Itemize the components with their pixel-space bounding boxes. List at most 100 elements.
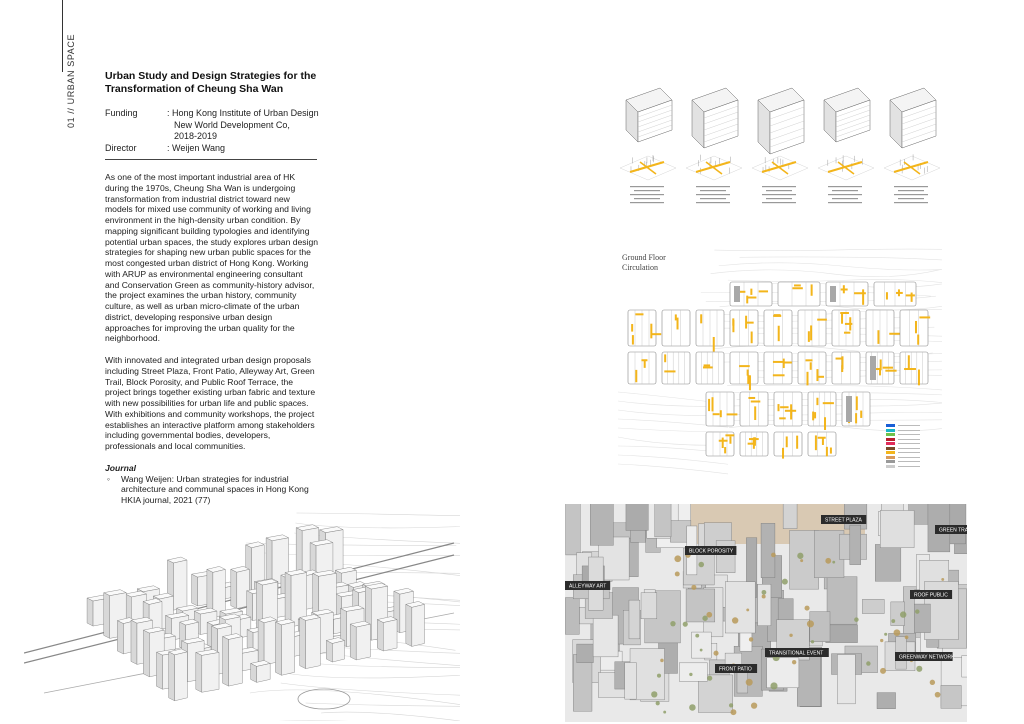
circulation-mark — [745, 321, 754, 324]
highlight-path — [639, 161, 657, 175]
building-block — [837, 654, 856, 705]
caption-line — [898, 190, 924, 192]
section-label: 01 // URBAN SPACE — [66, 33, 76, 128]
contour-line — [617, 454, 729, 465]
design-strategy-tag: FRONT PATIO — [715, 664, 758, 673]
contour-line — [284, 672, 460, 679]
circulation-mark — [841, 365, 844, 373]
tag-label: TRANSITIONAL EVENT — [769, 651, 823, 657]
typology-drawing — [685, 87, 743, 204]
circulation-mark — [732, 320, 735, 333]
tag-label: FRONT PATIO — [719, 667, 752, 673]
tree-mark — [806, 620, 814, 628]
circulation-mark — [905, 294, 915, 297]
circulation-mark — [635, 369, 638, 383]
tree-mark — [771, 552, 776, 558]
circulation-mark — [889, 332, 901, 335]
axonometric-city-drawing — [24, 512, 460, 721]
circulation-mark — [816, 369, 819, 382]
circulation-mark — [885, 369, 897, 372]
building-block — [914, 603, 931, 633]
tag-background — [685, 546, 737, 555]
tree-mark — [660, 658, 664, 663]
legend-row — [886, 433, 936, 436]
caption-line — [898, 198, 924, 200]
building-mass — [376, 616, 398, 652]
tag-background — [910, 590, 953, 599]
floor-line — [637, 109, 673, 123]
building-mass — [325, 637, 346, 663]
tree-mark — [800, 559, 804, 563]
contour-line — [295, 522, 460, 529]
circulation-mark — [773, 314, 782, 317]
building-side — [250, 663, 257, 683]
floor-line — [901, 123, 937, 137]
caption-line — [828, 202, 862, 204]
funding-row: Funding : Hong Kong Institute of Urban D… — [105, 108, 320, 143]
floor-line — [637, 119, 673, 133]
city-block — [661, 351, 691, 385]
gray-block — [830, 286, 836, 302]
circulation-mark — [702, 366, 713, 369]
funding-line: New World Development Co, — [174, 119, 290, 130]
building-block — [760, 523, 776, 578]
floor-line — [901, 105, 937, 119]
legend-text-line — [898, 456, 920, 458]
circulation-mark — [750, 288, 753, 295]
floor-line — [835, 104, 871, 118]
circulation-mark — [777, 404, 780, 412]
circulation-mark — [885, 292, 888, 300]
building-typologies-figure — [610, 78, 940, 210]
building-block — [715, 540, 736, 573]
city-block — [773, 431, 803, 457]
building-block — [825, 624, 858, 643]
floor-line — [769, 127, 805, 141]
building-front — [201, 652, 220, 693]
circulation-mark — [814, 435, 817, 451]
building-mass — [168, 648, 188, 702]
caption-line — [832, 198, 858, 200]
building-block — [809, 611, 831, 642]
circulation-mark — [792, 287, 803, 290]
map-heading: Ground Floor — [622, 253, 666, 262]
building-front — [256, 663, 271, 683]
paragraph-intro: As one of the most important industrial … — [105, 172, 319, 344]
contour-line — [305, 702, 460, 707]
building-block — [565, 504, 581, 556]
circulation-mark — [806, 371, 809, 386]
tree-mark — [854, 617, 859, 622]
building-mass — [284, 569, 308, 628]
legend-row — [886, 451, 936, 454]
circulation-mark — [631, 335, 634, 345]
caption-line — [700, 190, 726, 192]
floor-line — [637, 104, 673, 118]
contour-line — [296, 512, 460, 517]
circulation-mark — [910, 292, 913, 302]
floor-line — [703, 117, 739, 131]
contour-line — [617, 427, 729, 433]
building-mass — [230, 566, 251, 609]
building-side — [377, 619, 384, 652]
legend-row — [886, 428, 936, 432]
building-front — [173, 559, 188, 611]
legend-text-line — [898, 447, 920, 449]
building-block — [875, 544, 902, 582]
tree-mark — [900, 611, 907, 618]
building-block — [624, 662, 637, 700]
tree-mark — [810, 640, 815, 644]
building-block — [797, 653, 821, 707]
tree-mark — [916, 665, 923, 672]
building-mass — [221, 633, 243, 687]
contour-line — [718, 262, 942, 271]
building-block — [679, 662, 708, 682]
contour-line — [249, 689, 460, 705]
floor-line — [901, 129, 937, 143]
ground-floor-map-figure: Ground Floor Circulation — [610, 242, 942, 482]
design-strategy-tag: ALLEYWAY ART — [565, 581, 611, 590]
circulation-mark — [732, 318, 735, 326]
building-side — [350, 623, 357, 661]
building-side — [257, 619, 265, 666]
ground-plan — [685, 155, 743, 181]
funding-values: : Hong Kong Institute of Urban Design Ne… — [167, 108, 320, 143]
design-strategy-tag: TRANSITIONAL EVENT — [765, 648, 829, 657]
